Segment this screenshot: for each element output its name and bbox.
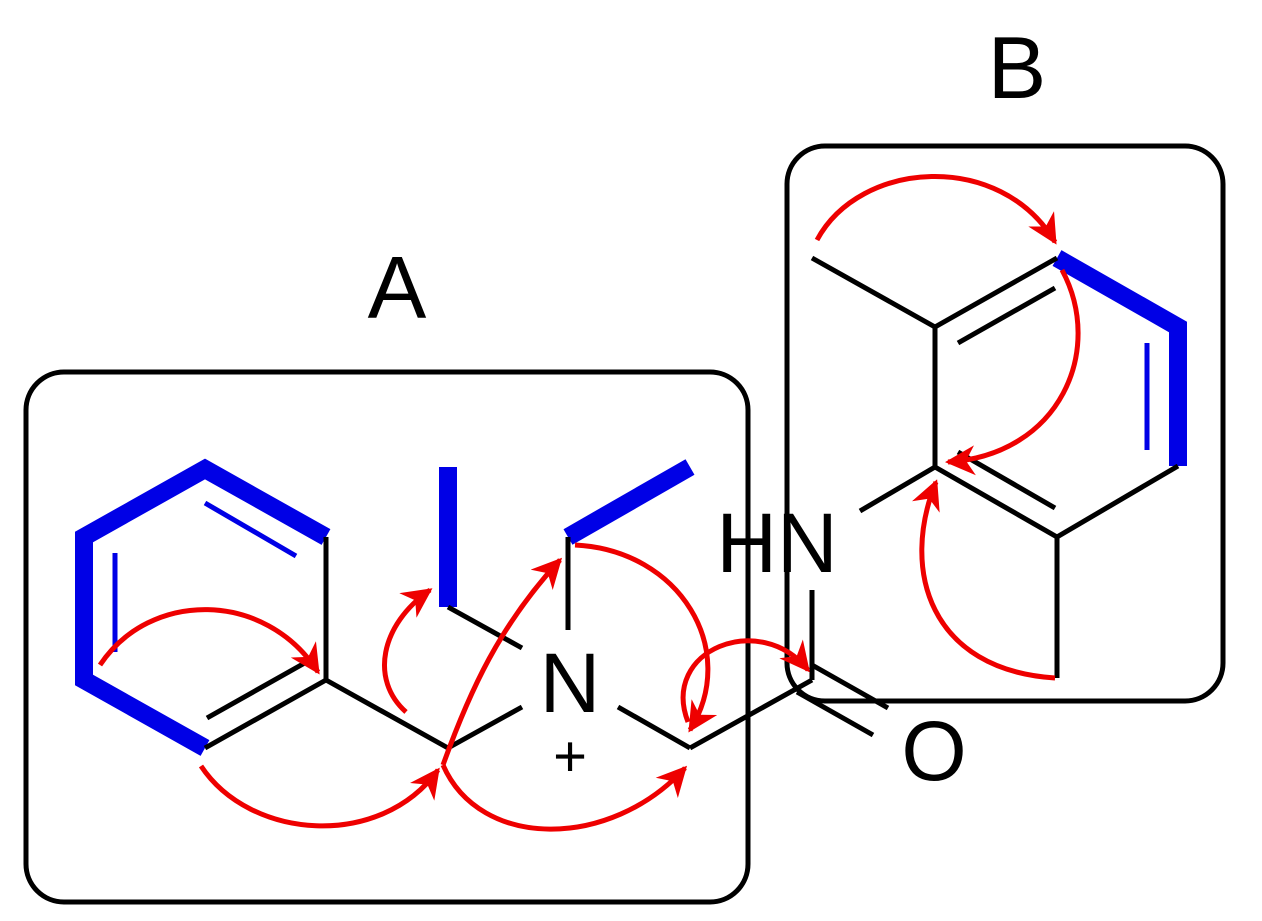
fragment-box-a: [23, 369, 751, 905]
fragment-label-a: A: [368, 238, 427, 337]
hmbc-arrow-ring-to-ipso: [97, 607, 321, 675]
hmbc-arrow-methyl-to-ring: [814, 174, 1058, 245]
fragment-box-b: [784, 143, 1226, 704]
hmbc-arrow-methyl-to-ipso-b: [911, 479, 1056, 681]
cosy-ethyl: [563, 459, 695, 545]
cosy-phenyl-spin-system: [75, 458, 331, 756]
skeleton-bonds: [203, 255, 1180, 751]
cosy-bonds: [75, 250, 1187, 756]
positive-charge-label: +: [553, 724, 587, 789]
cosy-xylyl-spin-system: [1052, 250, 1187, 466]
cosy-phenyl-inner-top: [203, 500, 298, 559]
hmbc-arrow-ethyl-to-ch2: [574, 542, 718, 733]
hmbc-arrows: [97, 174, 1081, 832]
hmbc-arrow-ch2-to-carbonyl: [680, 638, 810, 723]
hmbc-arrow-ch-to-ethyl: [440, 557, 563, 766]
amide-nh-label: HN: [716, 496, 837, 590]
fragment-label-b: B: [988, 18, 1047, 117]
hmbc-arrow-ch-to-methyl: [382, 587, 433, 714]
hmbc-arrow-ch-to-ch2: [440, 763, 688, 832]
carbonyl-oxygen-label: O: [901, 704, 966, 798]
amine-nitrogen-label: N: [540, 636, 601, 730]
hmbc-arrow-ring-to-ch: [198, 764, 441, 829]
hmbc-arrow-ring-to-ipso-b: [945, 268, 1081, 476]
